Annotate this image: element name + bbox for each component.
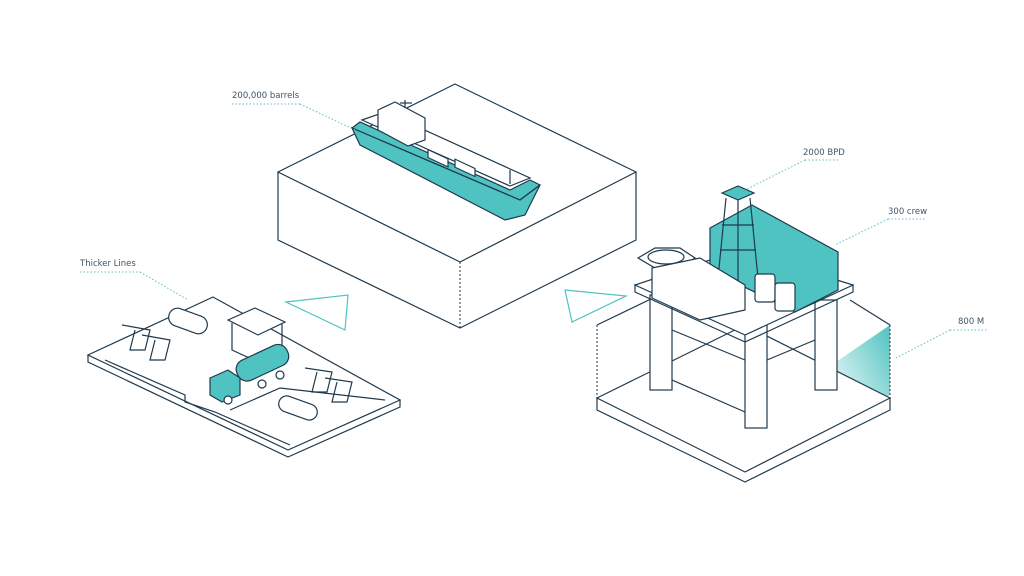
derrick-tower-icon <box>717 185 759 285</box>
tanker-truck-icon <box>209 343 290 405</box>
rig-building <box>651 257 746 321</box>
oil-field-platform: Thicker Lines <box>79 259 402 458</box>
production-label: 2000 BPD <box>803 148 845 158</box>
storage-tank-icon <box>168 307 318 421</box>
ship-capacity-label: 200,000 barrels <box>232 91 300 101</box>
thicker-lines-label: Thicker Lines <box>79 259 136 269</box>
crew-label: 300 crew <box>888 207 927 217</box>
pumpjack-icon <box>121 324 353 403</box>
offshore-rig: 2000 BPD 300 crew 800 M <box>595 148 988 483</box>
rig-legs <box>649 294 838 429</box>
tanker-ship-icon <box>350 100 542 221</box>
flow-arrow-icon <box>283 294 349 331</box>
depth-label: 800 M <box>958 317 984 327</box>
storage-cylinder-icon <box>754 273 796 312</box>
flow-arrow-icon <box>564 289 629 323</box>
center-block: 200,000 barrels <box>232 83 638 329</box>
